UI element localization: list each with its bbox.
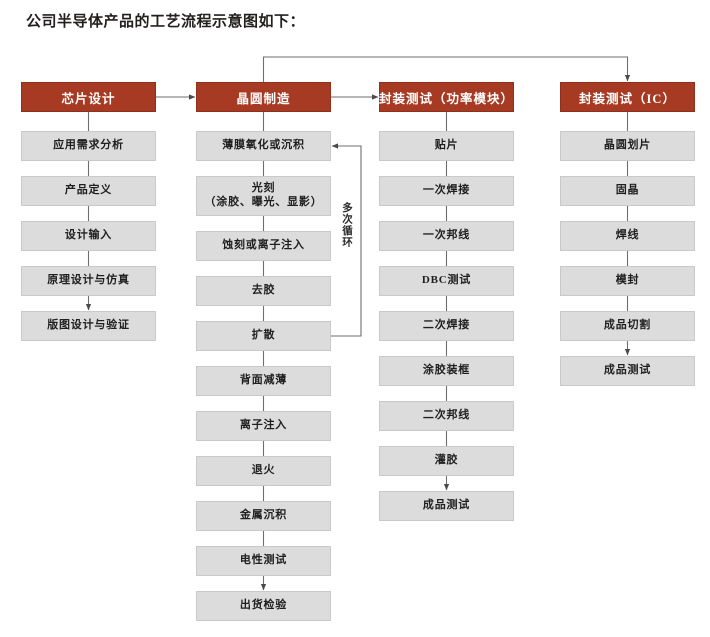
step-box[interactable]: 模封	[560, 266, 695, 296]
step-box[interactable]: 贴片	[379, 131, 514, 161]
page-title: 公司半导体产品的工艺流程示意图如下：	[26, 14, 306, 30]
stage-header-wafer-fabrication[interactable]: 晶圆制造	[196, 82, 331, 112]
step-box[interactable]: 一次邦线	[379, 221, 514, 251]
step-box[interactable]: 原理设计与仿真	[21, 266, 156, 296]
step-box[interactable]: 灌胶	[379, 446, 514, 476]
step-box[interactable]: 蚀刻或离子注入	[196, 231, 331, 261]
step-box[interactable]: 去胶	[196, 276, 331, 306]
step-box[interactable]: 背面减薄	[196, 366, 331, 396]
step-box[interactable]: 二次邦线	[379, 401, 514, 431]
stage-header-packaging-test-ic[interactable]: 封装测试（IC）	[560, 82, 695, 112]
step-box[interactable]: 光刻 （涂胶、曝光、显影）	[196, 176, 331, 216]
step-box[interactable]: 成品测试	[379, 491, 514, 521]
step-box[interactable]: 金属沉积	[196, 501, 331, 531]
step-box[interactable]: 退火	[196, 456, 331, 486]
step-box[interactable]: 焊线	[560, 221, 695, 251]
step-box[interactable]: 一次焊接	[379, 176, 514, 206]
step-box[interactable]: 设计输入	[21, 221, 156, 251]
step-box[interactable]: 电性测试	[196, 546, 331, 576]
step-box[interactable]: 二次焊接	[379, 311, 514, 341]
loop-label-multiple-cycles: 多次循环	[341, 202, 353, 248]
step-box[interactable]: 出货检验	[196, 591, 331, 621]
step-box[interactable]: 扩散	[196, 321, 331, 351]
step-box[interactable]: 涂胶装框	[379, 356, 514, 386]
step-box[interactable]: 薄膜氧化或沉积	[196, 131, 331, 161]
step-box[interactable]: 成品切割	[560, 311, 695, 341]
stage-header-chip-design[interactable]: 芯片设计	[21, 82, 156, 112]
stage-header-packaging-test-power-module[interactable]: 封装测试（功率模块）	[379, 82, 514, 112]
step-box[interactable]: 晶圆划片	[560, 131, 695, 161]
step-box[interactable]: 离子注入	[196, 411, 331, 441]
step-box[interactable]: 产品定义	[21, 176, 156, 206]
step-box[interactable]: 固晶	[560, 176, 695, 206]
step-box[interactable]: 版图设计与验证	[21, 311, 156, 341]
step-box[interactable]: DBC测试	[379, 266, 514, 296]
step-box[interactable]: 成品测试	[560, 356, 695, 386]
step-box[interactable]: 应用需求分析	[21, 131, 156, 161]
